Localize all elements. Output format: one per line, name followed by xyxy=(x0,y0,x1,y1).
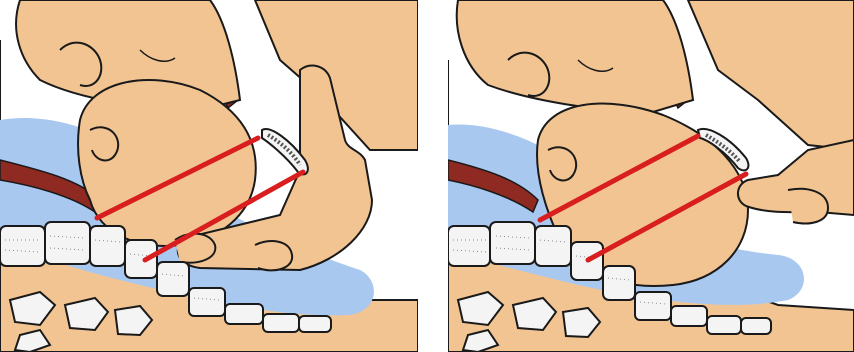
panel-right xyxy=(448,0,854,352)
panel-left-illustration xyxy=(0,0,418,352)
examiner-arm xyxy=(688,0,854,150)
examiner-fingertip xyxy=(788,189,828,224)
panel-right-illustration xyxy=(448,0,854,352)
panel-left xyxy=(0,0,418,352)
fetal-body xyxy=(457,0,693,112)
